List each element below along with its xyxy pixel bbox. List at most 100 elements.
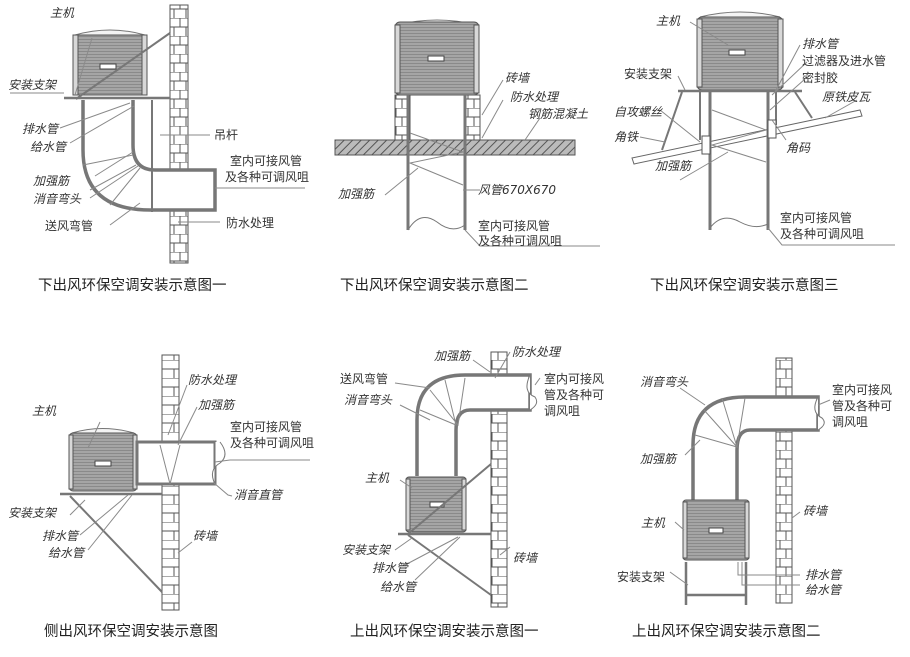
label-duct-size: 风管670X670 [478, 183, 556, 197]
diagram-bottom-outlet-1: 主机 安装支架 排水管 给水管 加强筋 消音弯头 送风弯管 吊杆 室内可接风管 … [8, 4, 309, 294]
label-supply-pipe: 给水管 [380, 580, 418, 594]
stiffener-ribs [694, 397, 746, 449]
label-indoor-duct-2: 管及各种可 [544, 387, 604, 402]
label-indoor-duct-1: 室内可接风管 [780, 210, 852, 225]
corner-bracket-right [767, 119, 777, 139]
diagram-side-outlet: 防水处理 加强筋 主机 室内可接风管 及各种可调风咀 消音直管 安装支架 排水管… [8, 354, 314, 640]
label-air-elbow: 送风弯管 [45, 218, 93, 233]
label-filter-inlet: 过滤器及进水管 [802, 53, 886, 68]
label-supply-pipe: 给水管 [30, 140, 68, 154]
label-roof-tile: 原铁皮瓦 [822, 90, 872, 104]
stiffener-ribs [82, 154, 141, 206]
caption-side-outlet: 侧出风环保空调安装示意图 [44, 622, 218, 640]
duct-break [407, 217, 466, 231]
water-pipes [737, 562, 800, 586]
corner-bracket-left [701, 135, 711, 155]
label-waterproofing: 防水处理 [512, 345, 562, 359]
duct-break [814, 396, 825, 431]
label-waterproofing: 防水处理 [188, 373, 238, 387]
label-main-unit: 主机 [50, 6, 75, 20]
label-indoor-duct-1: 室内可接风管 [230, 419, 302, 434]
label-indoor-duct-1: 室内可接风管 [230, 153, 302, 168]
duct-break [211, 441, 226, 485]
label-drain-pipe: 排水管 [22, 122, 60, 136]
label-sealant: 密封胶 [802, 70, 838, 85]
main-unit [68, 428, 138, 492]
duct-break [526, 374, 538, 411]
label-mount-bracket: 安装支架 [8, 506, 58, 520]
label-indoor-duct-2: 及各种可调风咀 [478, 233, 562, 248]
label-stiffener: 加强筋 [338, 187, 376, 201]
label-indoor-duct-2: 及各种可调风咀 [780, 226, 864, 241]
stiffener-ribs [419, 377, 466, 427]
label-brick-wall: 砖墙 [505, 71, 531, 85]
label-self-tap-screw: 自攻螺丝 [614, 105, 663, 119]
caption-diagram-3: 下出风环保空调安装示意图三 [650, 276, 839, 294]
label-brick-wall: 砖墙 [803, 504, 829, 518]
label-corner-bracket: 角码 [786, 141, 811, 155]
label-indoor-duct-2: 及各种可调风咀 [225, 169, 309, 184]
silencer-elbow-duct [691, 395, 820, 500]
diagram-top-outlet-1: 加强筋 防水处理 送风弯管 消音弯头 室内可接风 管及各种可 调风咀 主机 安装… [340, 345, 604, 640]
label-supply-pipe: 给水管 [805, 583, 843, 597]
label-main-unit: 主机 [641, 516, 666, 530]
caption-top-outlet-2: 上出风环保空调安装示意图二 [632, 622, 821, 640]
mount-stand [684, 562, 748, 605]
label-drain-pipe: 排水管 [805, 568, 843, 582]
concrete-slab [334, 139, 576, 156]
label-silencer-elbow: 消音弯头 [33, 192, 82, 206]
stiffener-ribs [159, 444, 181, 485]
label-stiffener: 加强筋 [434, 349, 472, 363]
diagram-bottom-outlet-2: 砖墙 防水处理 钢筋混凝土 加强筋 风管670X670 室内可接风管 及各种可调… [334, 19, 600, 294]
diagram-bottom-outlet-3: 主机 排水管 过滤器及进水管 密封胶 安装支架 原铁皮瓦 自攻螺丝 角铁 角码 … [614, 11, 895, 294]
label-mount-bracket: 安装支架 [624, 66, 672, 81]
label-indoor-duct-2: 管及各种可 [832, 398, 892, 413]
main-unit [394, 19, 480, 96]
label-drain-pipe: 排水管 [42, 529, 80, 543]
label-drain-pipe: 排水管 [802, 37, 840, 51]
label-brick-wall: 砖墙 [513, 551, 539, 565]
label-stiffener: 加强筋 [198, 398, 236, 412]
bracket-brace [75, 32, 171, 100]
air-elbow-duct [415, 373, 532, 476]
label-mount-bracket: 安装支架 [342, 543, 392, 557]
label-silencer-elbow: 消音弯头 [344, 393, 393, 407]
caption-top-outlet-1: 上出风环保空调安装示意图一 [350, 622, 539, 640]
label-indoor-duct-1: 室内可接风 [832, 382, 892, 397]
air-duct [406, 95, 467, 230]
label-main-unit: 主机 [32, 404, 57, 418]
air-elbow-duct [81, 100, 217, 212]
brick-wall [169, 4, 189, 264]
label-hanger-rod: 吊杆 [214, 128, 238, 142]
label-stiffener: 加强筋 [655, 159, 693, 173]
label-indoor-duct-1: 室内可接风管 [478, 218, 550, 233]
label-indoor-duct-3: 调风咀 [832, 415, 868, 429]
stiffener-ribs [710, 109, 768, 163]
label-indoor-duct-2: 及各种可调风咀 [230, 435, 314, 450]
metal-roof-tile [631, 109, 863, 165]
label-supply-pipe: 给水管 [48, 546, 86, 560]
duct-break [709, 217, 769, 229]
label-main-unit: 主机 [365, 471, 390, 485]
label-mount-bracket: 安装支架 [617, 569, 665, 584]
label-indoor-duct-1: 室内可接风 [544, 371, 604, 386]
label-stiffener: 加强筋 [33, 174, 71, 188]
bracket-legs [661, 91, 813, 151]
label-brick-wall: 砖墙 [193, 529, 219, 543]
label-air-elbow: 送风弯管 [340, 371, 388, 386]
main-unit [72, 29, 148, 96]
bracket-braces [407, 463, 492, 596]
bracket-brace [69, 495, 163, 593]
main-unit [405, 476, 467, 533]
silencer-duct [135, 440, 217, 486]
label-concrete: 钢筋混凝土 [528, 107, 589, 121]
main-unit [696, 11, 784, 91]
label-indoor-duct-3: 调风咀 [544, 404, 580, 418]
label-waterproofing: 防水处理 [226, 215, 274, 230]
label-main-unit: 主机 [656, 14, 681, 28]
caption-diagram-1: 下出风环保空调安装示意图一 [38, 276, 227, 294]
caption-diagram-2: 下出风环保空调安装示意图二 [340, 276, 529, 294]
label-silencer-elbow: 消音弯头 [640, 375, 689, 389]
brick-wall [490, 351, 508, 608]
